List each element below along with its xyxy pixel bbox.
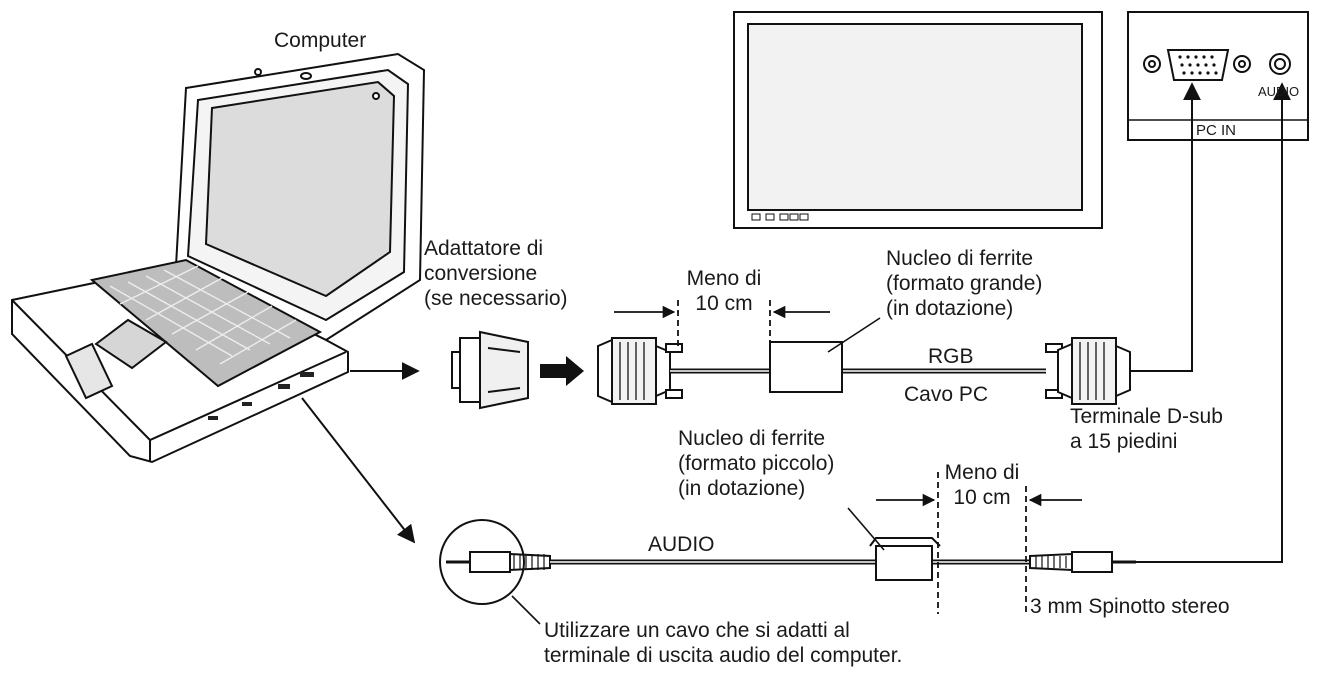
conversion-adapter [451,330,529,410]
label-within-10cm-top: Meno di 10 cm [686,267,762,315]
dimension-marker-bottom [876,472,1082,614]
leader-audio-note [511,595,541,625]
pc-in-terminal-panel [1127,11,1309,141]
laptop-illustration [11,52,426,464]
label-stereo-plug: 3 mm Spinotto stereo [1030,595,1230,618]
display-panel [733,11,1103,229]
label-ferrite-core-small: Nucleo di ferrite (formato piccolo) (in … [678,427,835,500]
rgb-cable [597,337,1131,405]
leader-ferrite-large [827,317,881,353]
label-within-10cm-bottom: Meno di 10 cm [944,461,1020,509]
label-panel-audio: AUDIO [1258,84,1300,99]
label-pc-cable: Cavo PC [904,383,989,406]
label-panel-pc-in: PC IN [1196,122,1237,139]
audio-cable [439,519,1136,605]
leader-ferrite-small [847,507,885,551]
label-dsub-terminal: Terminale D-sub a 15 piedini [1070,405,1223,453]
label-audio-cable: AUDIO [648,533,715,556]
audio-route-to-jack [1136,82,1291,563]
label-audio-note: Utilizzare un cavo che si adatti al term… [544,619,903,667]
label-ferrite-core-large: Nucleo di ferrite (formato grande) (in d… [886,247,1043,320]
rgb-route-to-pc-in [1130,82,1201,372]
dimension-marker-top [614,300,830,346]
label-computer: Computer [274,29,367,52]
label-rgb: RGB [928,345,974,368]
bold-insert-arrow [540,356,584,386]
label-conversion-adapter: Adattatore di conversione (se necessario… [424,237,568,310]
arrow-to-audio-jack [301,397,416,544]
